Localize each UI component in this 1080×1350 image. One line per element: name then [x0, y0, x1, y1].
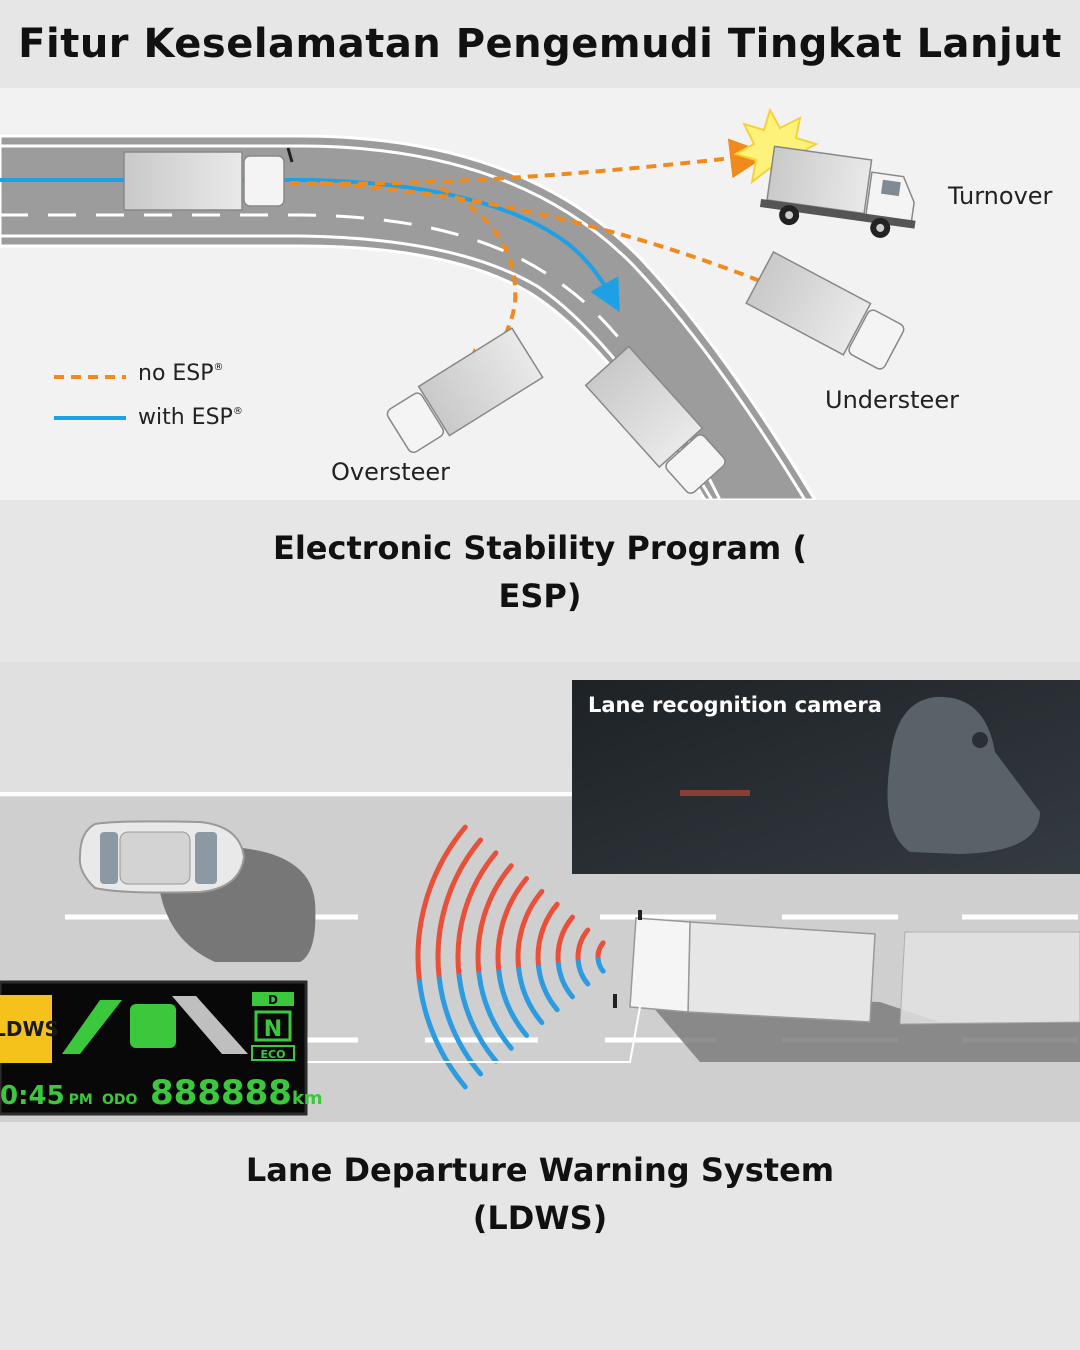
label-turnover: Turnover: [947, 182, 1053, 210]
truck-with-esp: [584, 345, 726, 494]
signal-arc-lower: [476, 971, 514, 1051]
signal-arc-upper: [555, 914, 576, 967]
truck-icon: [130, 1004, 176, 1048]
esp-caption-line1: Electronic Stability Program (: [272, 529, 808, 567]
page-title: Fitur Keselamatan Pengemudi Tingkat Lanj…: [18, 21, 1062, 67]
truck-turnover: [733, 107, 916, 238]
esp-caption-line2: ESP): [498, 577, 582, 615]
signal-arc-lower: [555, 961, 576, 1000]
truck-understeer: [745, 250, 905, 370]
esp-diagram: Turnover Understeer Oversteer no ESP® wi…: [0, 88, 1080, 500]
lane-left-icon: [62, 1000, 122, 1054]
gear-d: D: [268, 993, 278, 1007]
truck-oversteer: [386, 327, 544, 453]
ldws-badge: [0, 995, 52, 1063]
odo-label: ODO: [102, 1092, 138, 1108]
signal-arc-upper: [475, 863, 514, 977]
with-esp-path: [0, 178, 620, 313]
signal-arc-upper: [455, 850, 499, 979]
legend-no-esp: no ESP®: [138, 361, 224, 386]
signal-arc-lower: [575, 959, 591, 987]
legend: no ESP® with ESP®: [54, 361, 243, 430]
ldws-caption-line1: Lane Departure Warning System: [245, 1151, 835, 1189]
esp-illustration: Turnover Understeer Oversteer no ESP® wi…: [0, 107, 1053, 500]
lane-right-icon: [172, 996, 248, 1054]
esp-caption: Electronic Stability Program ( ESP): [0, 524, 1080, 620]
label-understeer: Understeer: [825, 386, 959, 414]
ldws-caption-line2: (LDWS): [472, 1199, 608, 1237]
no-esp-path-understeer: [319, 181, 809, 304]
odometer: 888888km: [150, 1073, 323, 1113]
ldws-badge-text: LDWS: [0, 1017, 59, 1041]
ldws-illustration: Lane recognition camera LDWS D N ECO 0:4…: [0, 662, 1080, 1122]
signal-arc-lower: [456, 973, 499, 1064]
lane-detection-signal: [415, 824, 606, 1090]
signal-arc-upper: [535, 901, 560, 970]
no-esp-path-oversteer: [439, 186, 518, 388]
eco-indicator: ECO: [261, 1048, 286, 1061]
label-oversteer: Oversteer: [331, 458, 450, 486]
truck-start: [123, 147, 294, 211]
signal-arc-lower: [516, 966, 545, 1026]
signal-arc-lower: [496, 969, 530, 1038]
signal-arc-upper: [495, 876, 530, 975]
signal-arc-lower: [536, 964, 560, 1013]
camera-label: Lane recognition camera: [588, 693, 882, 717]
camera-inset: Lane recognition camera: [572, 680, 1080, 874]
legend-with-esp: with ESP®: [138, 405, 243, 430]
signal-arc-upper: [435, 837, 484, 982]
signal-arc-upper: [515, 888, 545, 972]
ldws-caption: Lane Departure Warning System (LDWS): [0, 1146, 1080, 1242]
gear-n: N: [264, 1017, 282, 1042]
car: [78, 820, 316, 962]
signal-arc-lower: [416, 978, 468, 1090]
signal-arc-lower: [595, 957, 606, 974]
signal-arc-lower: [436, 976, 484, 1077]
truck-ldws: [613, 910, 1080, 1062]
signal-arc-upper: [415, 824, 468, 984]
ldws-diagram: Lane recognition camera LDWS D N ECO 0:4…: [0, 662, 1080, 1122]
